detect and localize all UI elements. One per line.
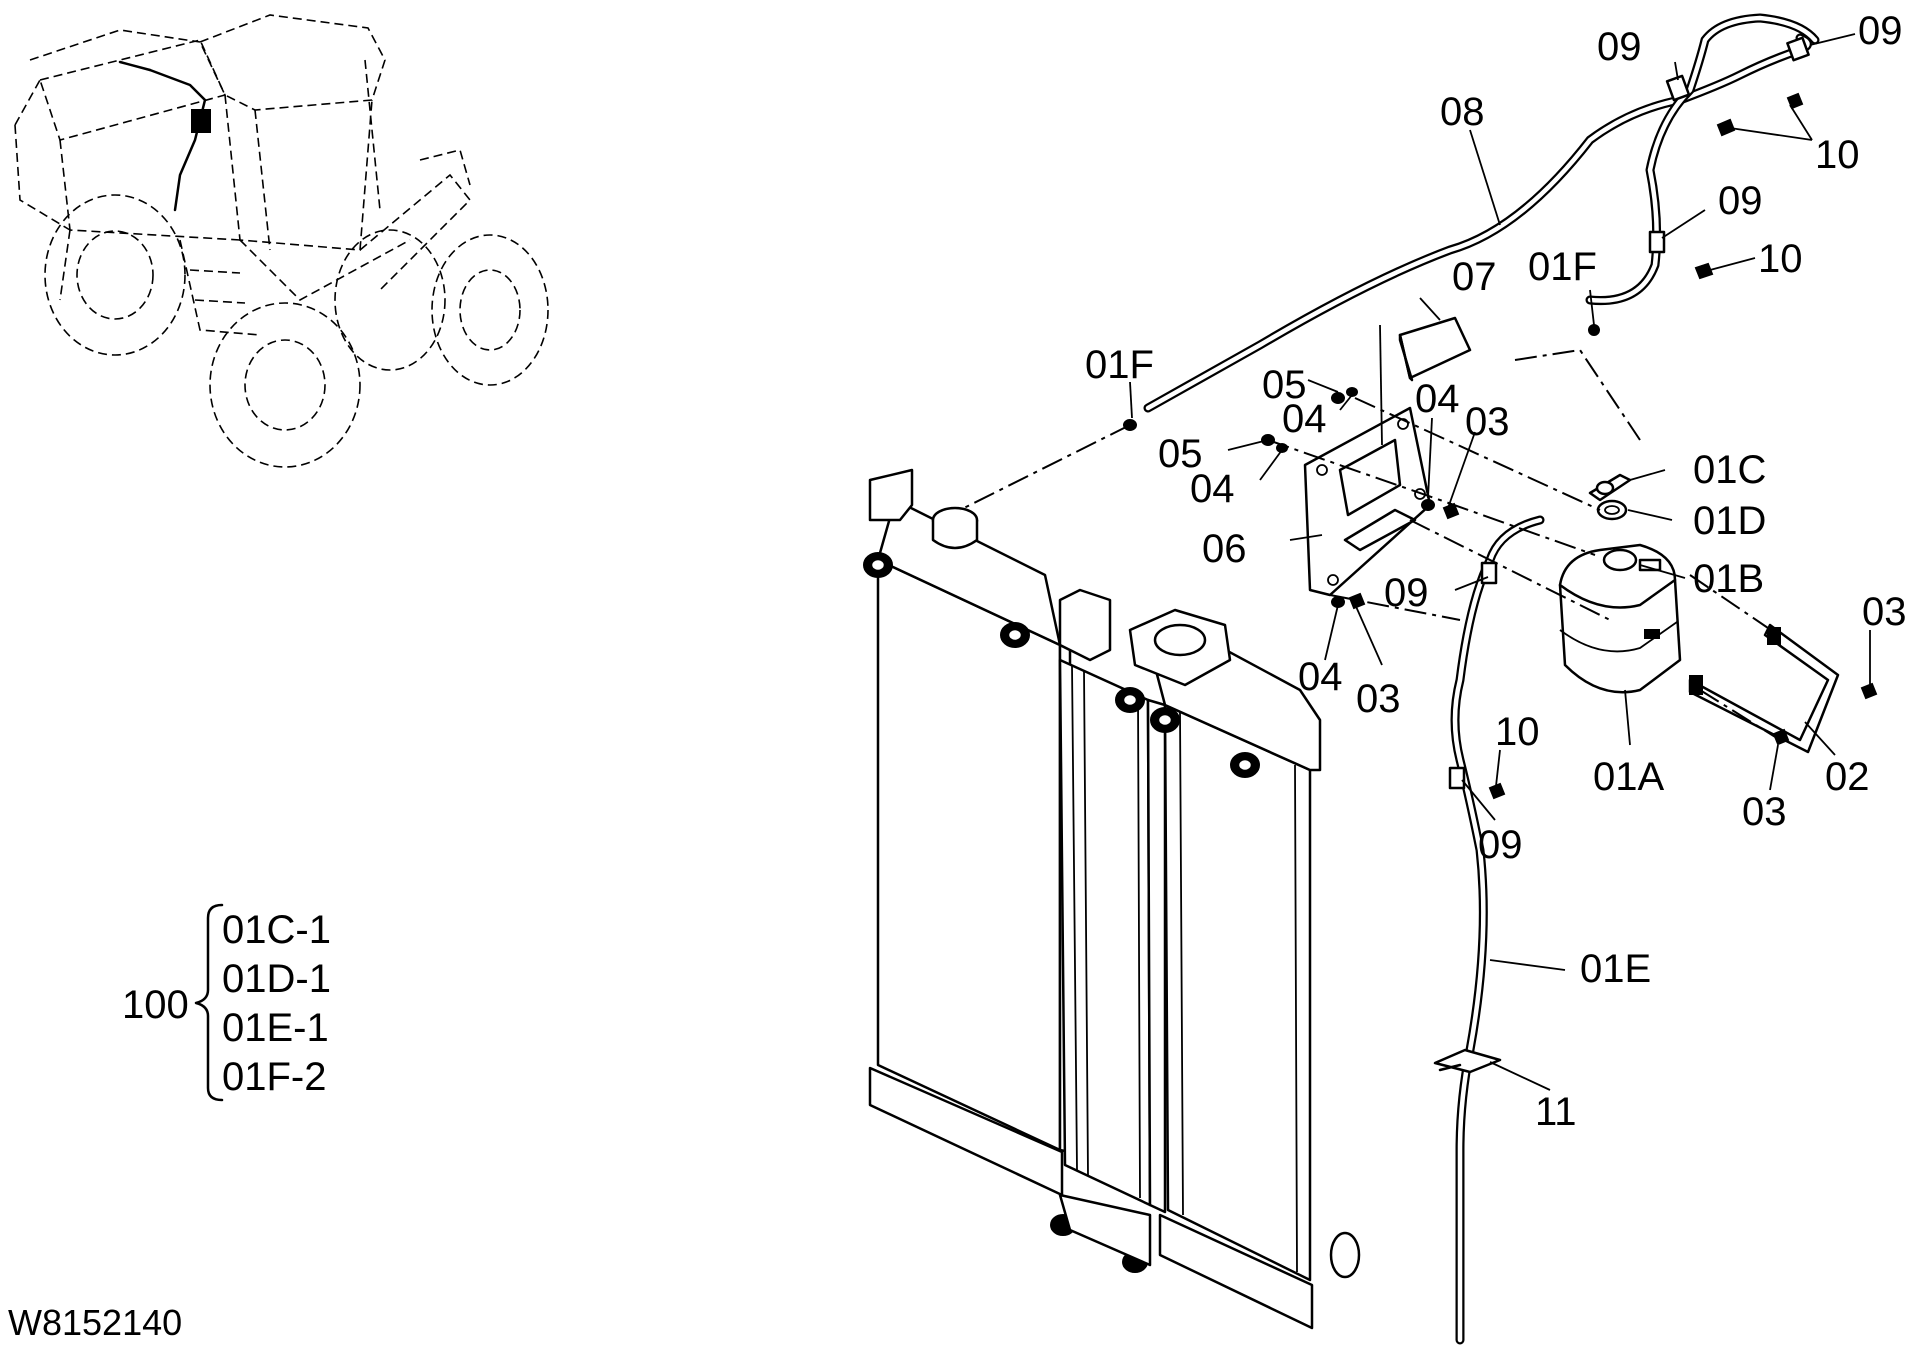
hose-08 [1143, 13, 1820, 413]
kit-legend: 100 01C-1 01D-1 01E-1 01F-2 [122, 903, 331, 1102]
legend-item: 01C-1 [222, 908, 331, 952]
callout-labels: 09 09 08 10 09 10 07 01F 01F 05 04 04 03… [1085, 9, 1907, 1134]
callout-10: 10 [1815, 133, 1860, 177]
callout-03: 03 [1465, 400, 1510, 444]
tank-cap [1588, 473, 1632, 502]
callout-09: 09 [1478, 823, 1523, 867]
seal-ring [1596, 499, 1628, 521]
callout-09: 09 [1718, 179, 1763, 223]
callout-10: 10 [1758, 237, 1803, 281]
legend-item: 01F-2 [222, 1055, 327, 1099]
callout-05: 05 [1262, 363, 1307, 407]
drawing-code: W8152140 [8, 1302, 182, 1343]
radiator-assembly [863, 468, 1361, 1330]
callout-07: 07 [1452, 255, 1497, 299]
callout-06: 06 [1202, 527, 1247, 571]
callout-01B: 01B [1693, 557, 1764, 601]
hose-01E [1450, 515, 1545, 1345]
callout-01C: 01C [1693, 448, 1766, 492]
tank-band [1688, 623, 1840, 754]
machine-locator-illustration [14, 14, 549, 468]
callout-09: 09 [1384, 571, 1429, 615]
callout-02: 02 [1825, 755, 1870, 799]
assembly-lines [959, 348, 1781, 741]
callout-04: 04 [1282, 397, 1327, 441]
washer-nozzle [1433, 1048, 1502, 1074]
callout-03: 03 [1862, 590, 1907, 634]
callout-04: 04 [1190, 467, 1235, 511]
callout-03: 03 [1356, 677, 1401, 721]
callout-05: 05 [1158, 432, 1203, 476]
callout-01F: 01F [1085, 343, 1154, 387]
callout-09: 09 [1858, 9, 1903, 53]
callout-08: 08 [1440, 90, 1485, 134]
callout-09: 09 [1597, 25, 1642, 69]
callout-04: 04 [1298, 655, 1343, 699]
callout-03: 03 [1742, 790, 1787, 834]
cover-07 [1379, 316, 1472, 446]
clamps-and-fasteners [1123, 36, 1878, 800]
callout-01A: 01A [1593, 755, 1664, 799]
legend-item: 01E-1 [222, 1006, 329, 1050]
callout-11: 11 [1535, 1090, 1577, 1134]
callout-04: 04 [1415, 377, 1460, 421]
callout-01E: 01E [1580, 947, 1651, 991]
legend-item: 01D-1 [222, 957, 331, 1001]
callout-01D: 01D [1693, 499, 1766, 543]
leader-lines [1129, 33, 1871, 1091]
legend-group-number: 100 [122, 983, 189, 1027]
callout-10: 10 [1495, 710, 1540, 754]
washer-tank [1558, 543, 1682, 694]
mounting-bracket [1303, 406, 1432, 597]
callout-01F: 01F [1528, 245, 1597, 289]
